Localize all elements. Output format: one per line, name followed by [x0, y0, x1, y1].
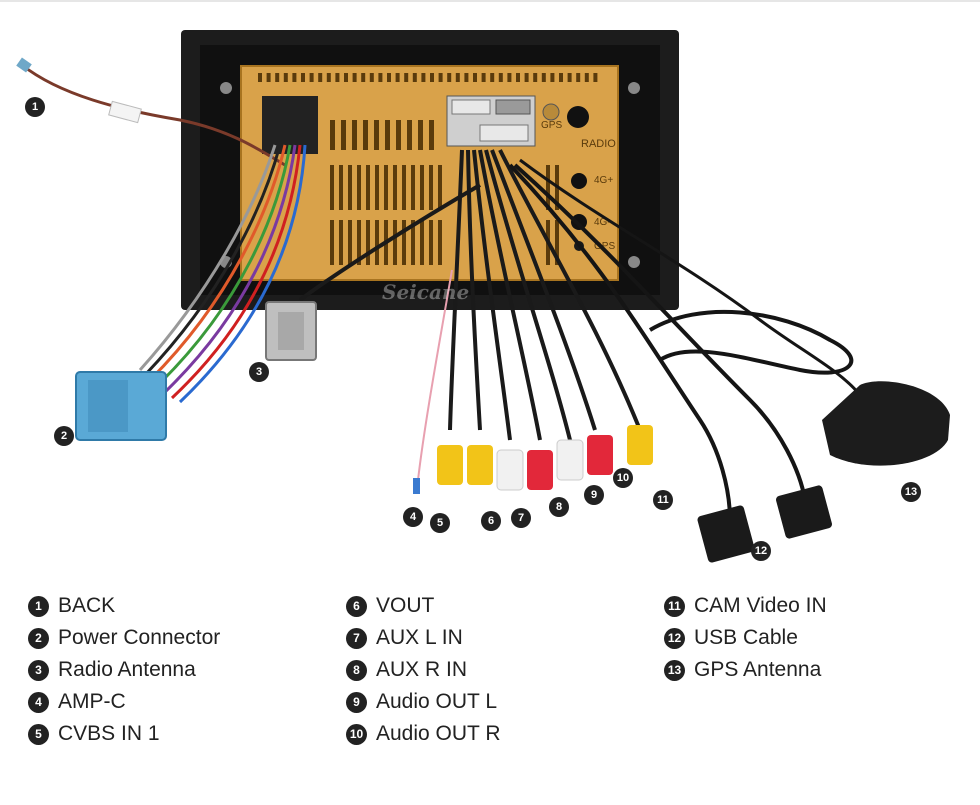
seicane-watermark: Seicane: [382, 280, 470, 304]
callout-6: 6: [481, 511, 501, 531]
amp-c-tip: [413, 478, 420, 494]
gps-port-label: GPS: [541, 120, 562, 131]
callout-9: 9: [584, 485, 604, 505]
legend-label: AUX L IN: [376, 626, 463, 649]
legend-item: 8 AUX R IN: [346, 654, 501, 686]
amp-c-wire: [417, 269, 453, 481]
4g-b-label: 4G-: [594, 217, 611, 228]
legend-label: Audio OUT R: [376, 722, 501, 745]
callout-5: 5: [430, 513, 450, 533]
4g-a-label: 4G+: [594, 175, 613, 186]
callout-2: 2: [54, 426, 74, 446]
legend-item: 12 USB Cable: [664, 622, 827, 654]
callout-4: 4: [403, 507, 423, 527]
rca-aux-r-in: [527, 450, 553, 490]
gps-cable: [519, 158, 862, 396]
rca-cable-bundle: [448, 149, 642, 441]
legend-number: 4: [28, 691, 49, 713]
radio-port: [567, 106, 589, 128]
legend-label: AUX R IN: [376, 658, 468, 681]
legend-item: 1 BACK: [28, 590, 220, 622]
gps2-label: GPS: [594, 241, 615, 252]
legend-number: 7: [346, 627, 367, 649]
legend-label: VOUT: [376, 594, 435, 617]
wiring-diagram: GPS RADIO 4G+ 4G- GPS: [16, 30, 950, 563]
legend-label: USB Cable: [694, 626, 798, 649]
usb-cables: [508, 163, 854, 521]
legend-label: Power Connector: [58, 626, 221, 649]
rca-audio-out-r: [587, 435, 613, 475]
legend-number: 13: [664, 659, 685, 681]
legend-label: BACK: [58, 594, 116, 617]
legend-label: CAM Video IN: [694, 594, 827, 617]
radio-port-label: RADIO: [581, 138, 616, 150]
legend-item: 4 AMP-C: [28, 686, 220, 718]
head-unit-back: GPS RADIO 4G+ 4G- GPS: [181, 30, 679, 310]
legend-number: 2: [28, 627, 49, 649]
gps-port: [542, 103, 560, 121]
legend-number: 1: [28, 595, 49, 617]
legend-number: 5: [28, 723, 49, 745]
vent-grid: [258, 73, 598, 265]
callout-12: 12: [751, 541, 771, 561]
legend-number: 6: [346, 595, 367, 617]
legend-number: 3: [28, 659, 49, 681]
4g-port-a: [571, 173, 587, 189]
legend-item: 6 VOUT: [346, 590, 501, 622]
legend-item: 13 GPS Antenna: [664, 654, 827, 686]
rca-cam-video-in: [627, 425, 653, 465]
rca-audio-out-l: [556, 439, 584, 481]
legend-label: Radio Antenna: [58, 658, 196, 681]
rca-plugs: [437, 425, 653, 491]
legend-label: Audio OUT L: [376, 690, 498, 713]
legend-number: 9: [346, 691, 367, 713]
power-socket: [262, 96, 318, 154]
legend-number: 8: [346, 659, 367, 681]
back-wire-tip: [16, 57, 32, 73]
callout-11: 11: [653, 490, 673, 510]
top-divider: [0, 0, 980, 2]
callout-8: 8: [549, 497, 569, 517]
legend-label: GPS Antenna: [694, 658, 822, 681]
rca-vout: [467, 445, 493, 485]
radio-antenna-cable: [298, 183, 482, 302]
legend-number: 12: [664, 627, 685, 649]
legend-item: 2 Power Connector: [28, 622, 220, 654]
legend-item: 3 Radio Antenna: [28, 654, 220, 686]
legend-number: 11: [664, 595, 685, 617]
usb-plug-1: [697, 505, 755, 563]
callout-1: 1: [25, 97, 45, 117]
callout-10: 10: [613, 468, 633, 488]
legend-label: CVBS IN 1: [58, 722, 160, 745]
legend-item: 10 Audio OUT R: [346, 718, 501, 750]
rca-cvbs-in-1: [437, 445, 463, 485]
legend-item: 9 Audio OUT L: [346, 686, 501, 718]
legend-column-2: 6 VOUT 7 AUX L IN 8 AUX R IN 9 Audio OUT L 1…: [346, 590, 501, 750]
legend-item: 11 CAM Video IN: [664, 590, 827, 622]
legend-column-3: 11 CAM Video IN 12 USB Cable 13 GPS Antenna: [664, 590, 827, 686]
legend-item: 7 AUX L IN: [346, 622, 501, 654]
legend-label: AMP-C: [58, 690, 126, 713]
rca-aux-l-in: [496, 449, 524, 491]
power-wire-bundle: [138, 144, 307, 404]
legend-item: 5 CVBS IN 1: [28, 718, 220, 750]
callout-7: 7: [511, 508, 531, 528]
legend-number: 10: [346, 723, 367, 745]
callout-13: 13: [901, 482, 921, 502]
back-wire: [21, 63, 286, 167]
gps-antenna: [822, 381, 950, 466]
usb-plug-2: [776, 485, 832, 539]
callout-3: 3: [249, 362, 269, 382]
